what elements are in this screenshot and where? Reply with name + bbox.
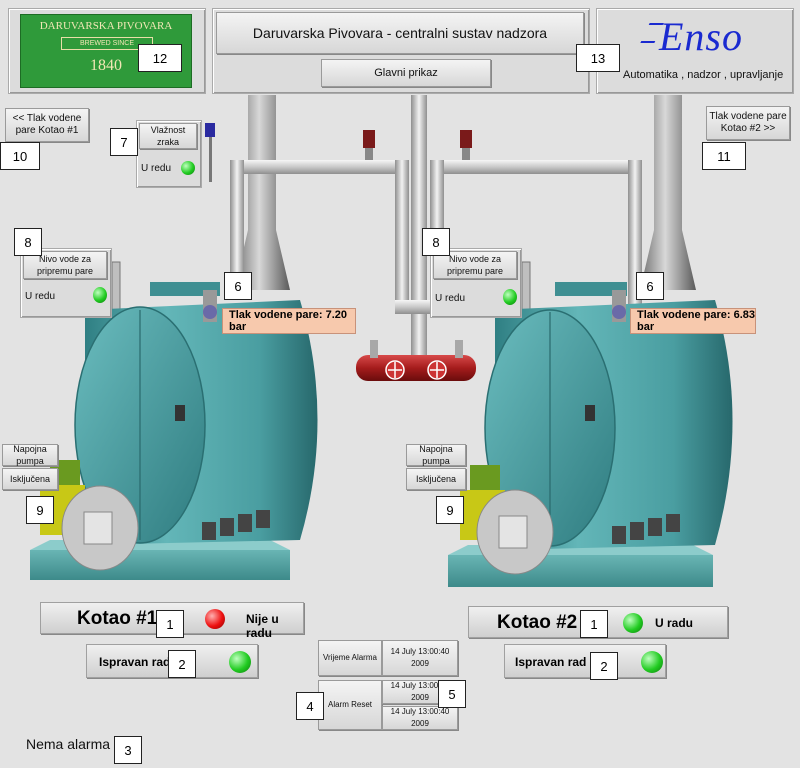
boiler1-status-bar: Kotao #1 Nije u radu xyxy=(40,602,304,640)
boiler2-pressure-display: Tlak vodene pare: 6.83 bar xyxy=(630,308,756,334)
callout-5: 5 xyxy=(438,680,466,708)
boiler2-name: Kotao #2 xyxy=(497,612,578,633)
alarm-reset-button[interactable]: Alarm Reset xyxy=(318,680,382,730)
boiler1-status-text: Nije u radu xyxy=(246,612,279,640)
alarm-time-value: 14 July 13:00:40 2009 xyxy=(382,640,458,676)
boiler1-pump-label: Napojna pumpa xyxy=(2,444,58,466)
callout-6-left: 6 xyxy=(224,272,252,300)
boiler1-pump-status: Isključena xyxy=(2,468,58,490)
humidity-label: Vlažnost zraka xyxy=(139,123,197,149)
callout-10: 10 xyxy=(0,142,40,170)
callout-8-right: 8 xyxy=(422,228,450,256)
boiler2-water-level-led-icon xyxy=(503,289,517,305)
boiler2-status-text: U radu xyxy=(655,616,694,630)
callout-8-left: 8 xyxy=(14,228,42,256)
logo-name: DARUVARSKA PIVOVARA xyxy=(39,20,173,32)
boiler2-operation-led-icon xyxy=(641,651,663,673)
boiler2-water-level-label: Nivo vode za pripremu pare xyxy=(433,251,517,279)
boiler2-pump-label: Napojna pumpa xyxy=(406,444,466,466)
callout-11: 11 xyxy=(702,142,746,170)
enso-logo: Enso xyxy=(659,14,743,59)
boiler2-water-level-status: U redu xyxy=(435,293,466,304)
boiler1-operation-led-icon xyxy=(229,651,251,673)
callout-2-right: 2 xyxy=(590,652,618,680)
callout-12: 12 xyxy=(138,44,182,72)
humidity-status: U redu xyxy=(141,163,172,174)
logo-year: 1840 xyxy=(90,57,122,74)
header-center-panel: Daruvarska Pivovara - centralni sustav n… xyxy=(212,8,590,94)
callout-9-left: 9 xyxy=(26,496,54,524)
callout-9-right: 9 xyxy=(436,496,464,524)
page-title: Daruvarska Pivovara - centralni sustav n… xyxy=(216,12,584,54)
boiler2-operation-bar: Ispravan rad xyxy=(504,644,666,678)
prev-boiler-pressure-button[interactable]: << Tlak vodene pare Kotao #1 xyxy=(5,108,89,142)
boiler1-water-level-led-icon xyxy=(93,287,107,303)
humidity-panel: Vlažnost zraka U redu xyxy=(136,120,202,188)
logo-brewed: BREWED SINCE xyxy=(61,37,153,50)
boiler1-water-level-status: U redu xyxy=(25,291,56,302)
humidity-status-led-icon xyxy=(181,161,195,175)
company-logo-panel: Enso Automatika , nadzor , upravljanje xyxy=(596,8,794,94)
callout-1-right: 1 xyxy=(580,610,608,638)
boiler2-status-led-icon xyxy=(623,613,643,633)
callout-4: 4 xyxy=(296,692,324,720)
boiler2-pump-status: Isključena xyxy=(406,468,466,490)
company-tagline: Automatika , nadzor , upravljanje xyxy=(623,69,784,81)
alarm-time-label: Vrijeme Alarma xyxy=(318,640,382,676)
next-boiler-pressure-button[interactable]: Tlak vodene pare Kotao #2 >> xyxy=(706,106,790,140)
brewery-logo: DARUVARSKA PIVOVARA BREWED SINCE 1840 xyxy=(20,14,192,88)
alarm-reset-value-2: 14 July 13:00:40 2009 xyxy=(382,706,458,730)
boiler2-operation-text: Ispravan rad xyxy=(515,655,587,669)
callout-3: 3 xyxy=(114,736,142,764)
callout-1-left: 1 xyxy=(156,610,184,638)
boiler1-operation-text: Ispravan rad xyxy=(99,655,171,669)
boiler1-status-led-icon xyxy=(205,609,225,629)
boiler2-water-level-panel: Nivo vode za pripremu pare U redu xyxy=(430,248,522,318)
boiler1-name: Kotao #1 xyxy=(77,608,158,629)
callout-7: 7 xyxy=(110,128,138,156)
callout-13: 13 xyxy=(576,44,620,72)
callout-6-right: 6 xyxy=(636,272,664,300)
alarm-status-text: Nema alarma xyxy=(26,736,111,752)
boiler1-water-level-panel: Nivo vode za pripremu pare U redu xyxy=(20,248,112,318)
callout-2-left: 2 xyxy=(168,650,196,678)
main-view-button[interactable]: Glavni prikaz xyxy=(321,59,491,87)
boiler1-pressure-display: Tlak vodene pare: 7.20 bar xyxy=(222,308,356,334)
